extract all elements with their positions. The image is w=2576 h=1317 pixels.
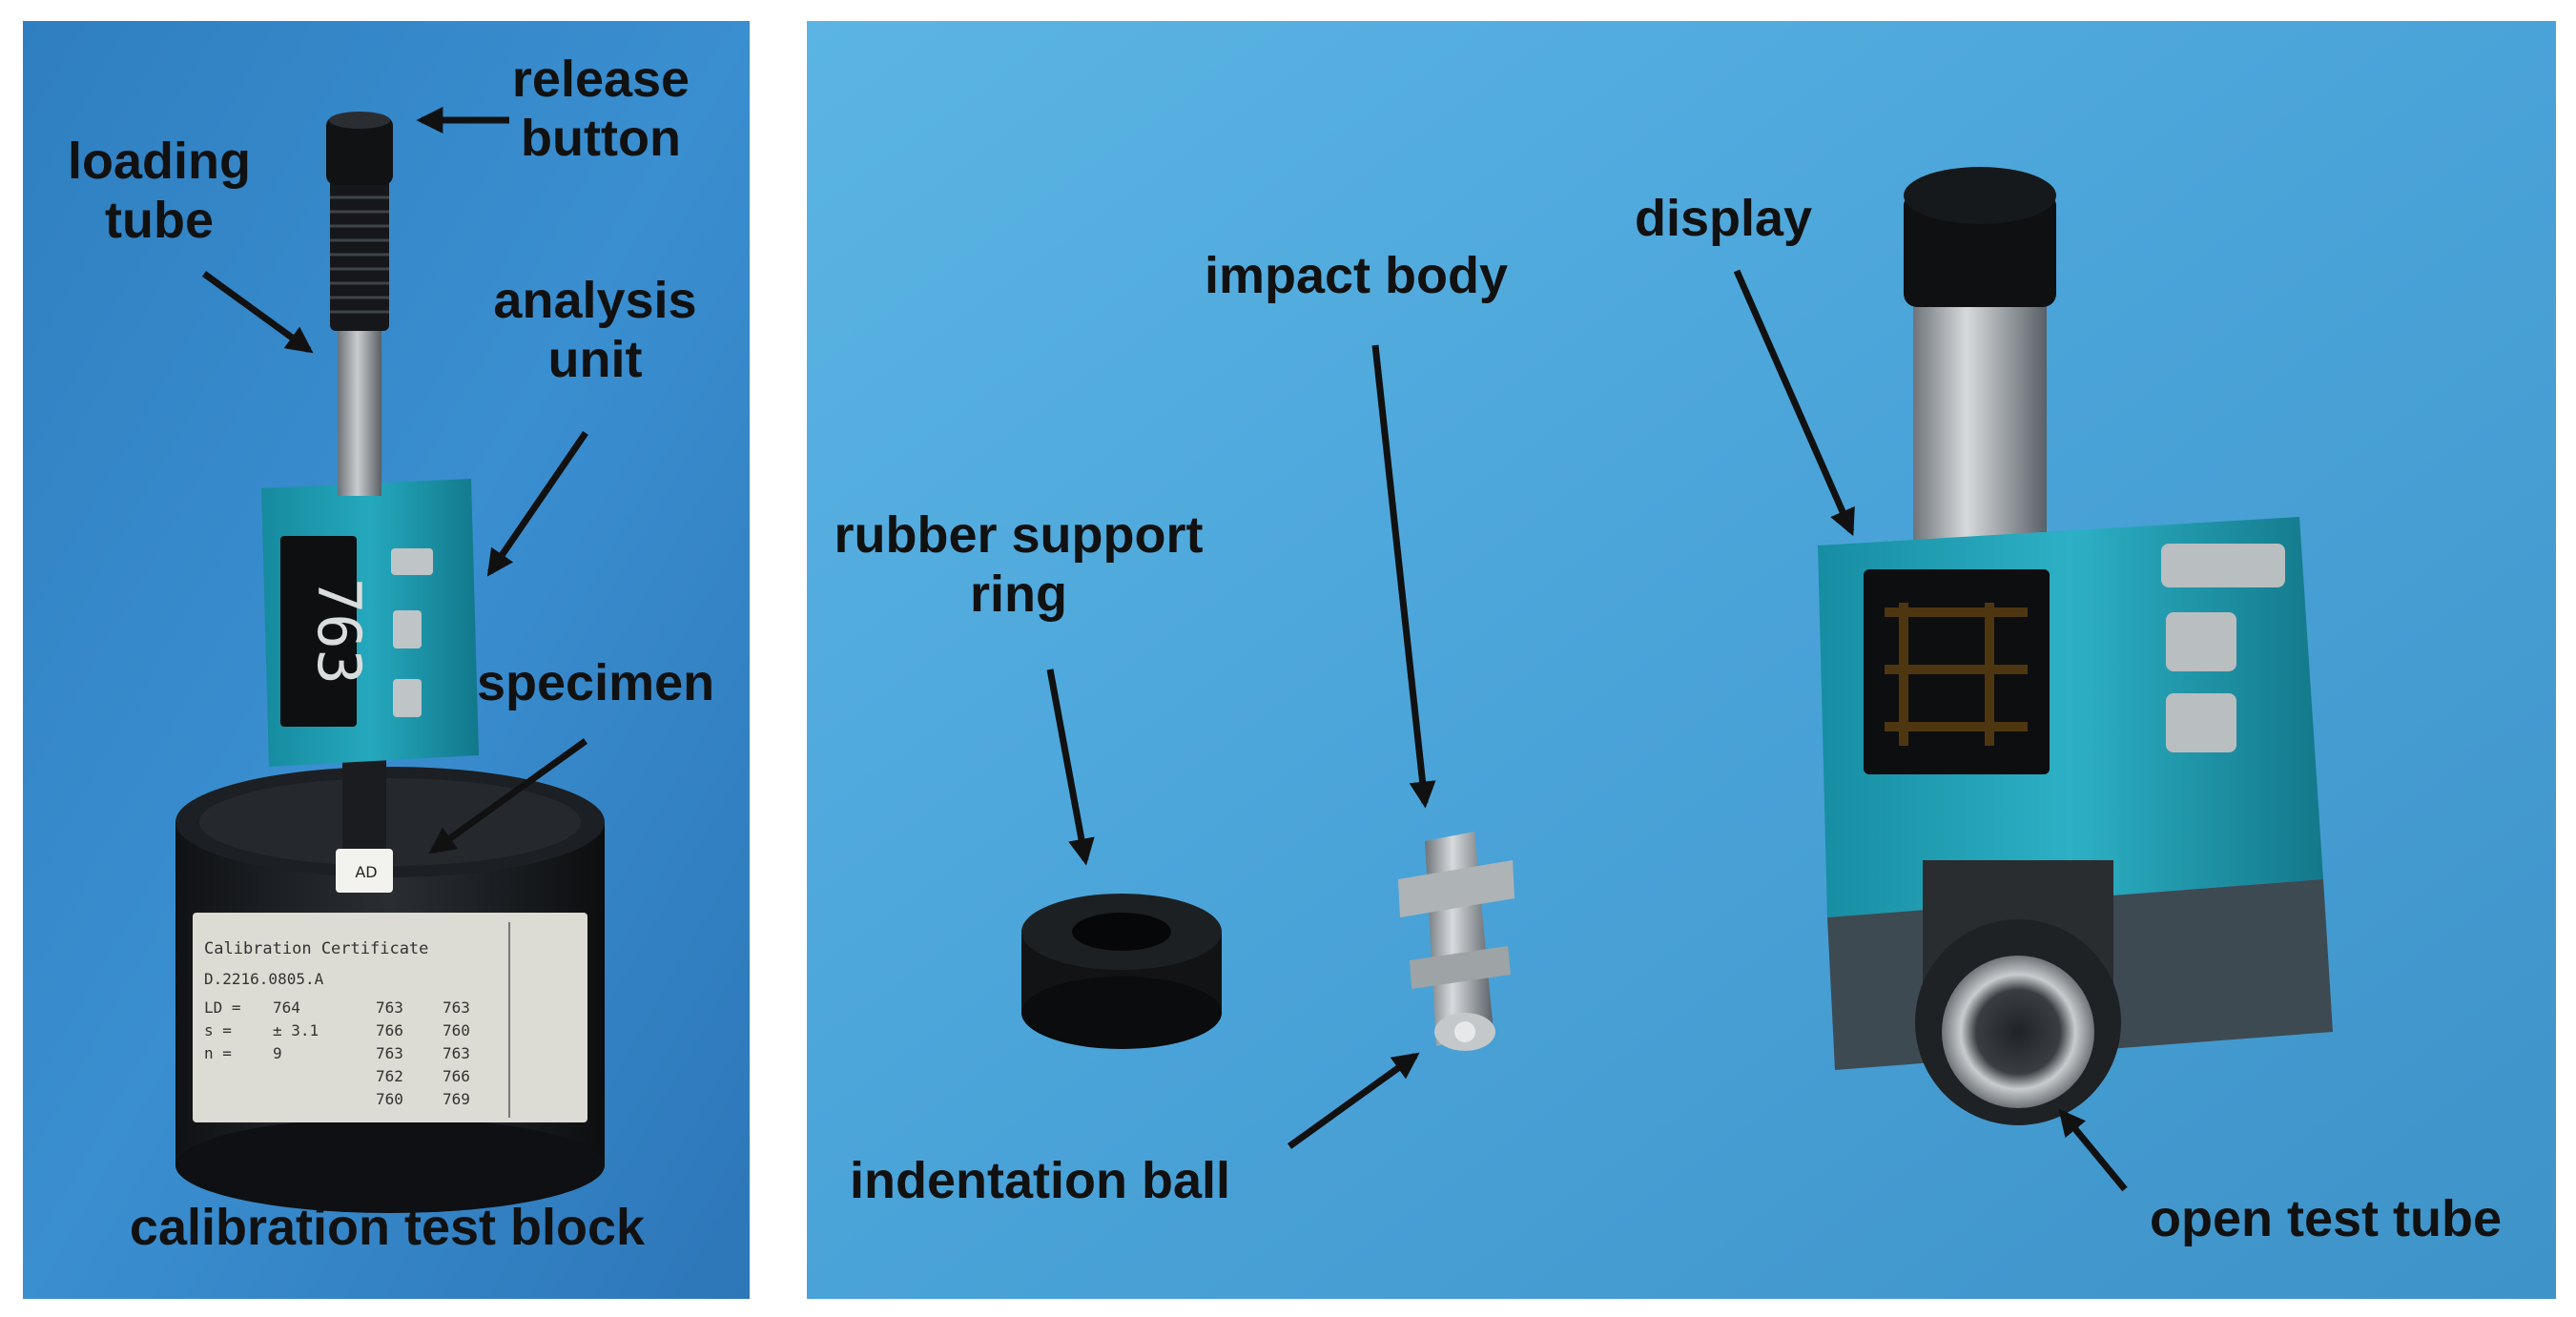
device-button-bottom — [393, 679, 422, 717]
certificate-cell: 763 — [376, 1044, 403, 1062]
label-analysis-unit-line2: unit — [547, 331, 643, 388]
label-rubber-support-ring-line2: ring — [970, 566, 1067, 623]
device-button-mid — [393, 610, 422, 648]
certificate-serial: D.2216.0805.A — [204, 970, 324, 988]
calibration-test-block: Calibration Certificate D.2216.0805.A LD… — [175, 767, 605, 1213]
certificate-cell: LD = — [204, 998, 241, 1017]
label-analysis-unit: analysis unit — [493, 271, 696, 389]
label-calibration-test-block: calibration test block — [129, 1199, 646, 1256]
right-photo-panel: display impact body rubber support ring … — [807, 21, 2556, 1299]
arrow-rubber-support-ring — [1046, 669, 1095, 866]
release-button-cap — [326, 116, 393, 185]
loading-tube — [326, 112, 393, 496]
label-rubber-support-ring: rubber support ring — [835, 505, 1204, 624]
left-photo: Calibration Certificate D.2216.0805.A LD… — [23, 21, 750, 1299]
label-loading-tube-line1: loading — [68, 133, 251, 190]
impact-body — [1398, 832, 1515, 1051]
certificate-rows: LD = 764 763 763 s = ± 3.1 766 760 n = 9 763 763 762… — [204, 998, 470, 1108]
certificate-cell: 763 — [443, 1044, 470, 1062]
label-impact-body: impact body — [1204, 247, 1509, 304]
label-release-button: release button — [512, 50, 690, 168]
open-test-tube — [1942, 956, 2094, 1108]
certificate-cell: 762 — [376, 1067, 403, 1085]
certificate-cell: 9 — [273, 1044, 282, 1062]
certificate-cell: s = — [204, 1021, 232, 1039]
hardness-tester — [1818, 167, 2333, 1125]
specimen-probe: AD — [336, 746, 393, 893]
label-loading-tube: loading tube — [68, 132, 251, 250]
label-rubber-support-ring-line1: rubber support — [834, 506, 1204, 564]
indentation-ball — [1454, 1021, 1475, 1042]
label-specimen: specimen — [477, 654, 715, 711]
arrow-indentation-ball — [1287, 1052, 1420, 1149]
certificate-cell: ± 3.1 — [273, 1021, 319, 1039]
certificate-cell: 769 — [443, 1090, 470, 1108]
label-release-button-line2: button — [521, 110, 681, 167]
rubber-support-ring — [1021, 894, 1222, 1049]
certificate-cell: 760 — [376, 1090, 403, 1108]
certificate-label — [193, 913, 587, 1122]
digital-display — [280, 536, 357, 727]
arrow-loading-tube — [201, 271, 314, 354]
certificate-cell: n = — [204, 1044, 232, 1062]
arrow-display — [1733, 269, 1855, 537]
analysis-unit: 763 — [261, 479, 479, 767]
certificate-cell: 760 — [443, 1021, 470, 1039]
label-display: display — [1635, 190, 1813, 247]
certificate-cell: 766 — [376, 1021, 403, 1039]
right-arrows — [1046, 269, 2128, 1192]
label-analysis-unit-line1: analysis — [493, 272, 697, 329]
arrow-specimen — [428, 738, 588, 854]
right-photo — [807, 21, 2556, 1299]
label-release-button-line1: release — [511, 51, 690, 108]
arrow-analysis-unit — [486, 431, 588, 577]
display-reading: 763 — [304, 578, 374, 685]
label-indentation-ball: indentation ball — [850, 1152, 1230, 1209]
certificate-heading: Calibration Certificate — [204, 939, 428, 958]
certificate-cell: 764 — [273, 998, 300, 1017]
button-lower — [2166, 693, 2236, 752]
label-loading-tube-line2: tube — [104, 192, 214, 249]
svg-text:AD: AD — [355, 863, 377, 881]
left-arrows — [201, 107, 588, 854]
button-top — [2161, 544, 2285, 587]
certificate-cell: 766 — [443, 1067, 470, 1085]
device-button-top — [391, 548, 433, 575]
arrow-impact-body — [1371, 344, 1436, 809]
certificate-cell: 763 — [443, 998, 470, 1017]
label-open-test-tube: open test tube — [2150, 1190, 2503, 1247]
left-photo-panel: Calibration Certificate D.2216.0805.A LD… — [23, 21, 750, 1299]
certificate-cell: 763 — [376, 998, 403, 1017]
arrow-open-test-tube — [2058, 1108, 2128, 1192]
button-upper — [2166, 612, 2236, 671]
